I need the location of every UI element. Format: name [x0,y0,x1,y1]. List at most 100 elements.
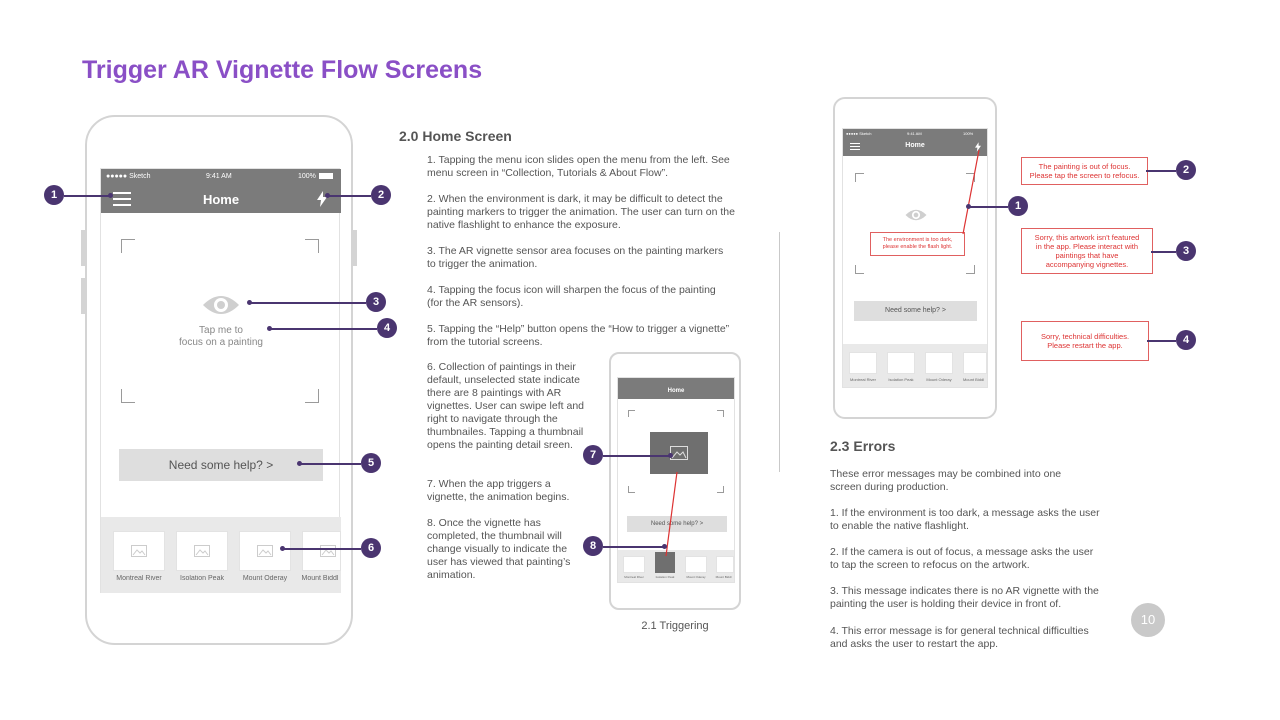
status-time: 9:41 AM [206,173,232,180]
thumbnail-label: Mount Oderay [686,575,706,579]
thumbnail-label: Isolation Peak [655,575,675,579]
image-icon [257,545,273,557]
trigger-connector-line [665,471,678,557]
thumbnail-card[interactable] [849,352,877,374]
status-battery: 100% [963,131,974,136]
thumbnail-strip[interactable]: Montreal River Isolation Peak Mount Oder… [618,550,734,582]
thumbnail-card-viewed[interactable] [655,552,675,573]
callout-line [1146,170,1176,172]
callout-badge: 1 [1008,196,1028,216]
error-tech-line1: Sorry, technical difficulties. [1040,332,1130,341]
sensor-corner-br [305,389,319,403]
thumbnail-card[interactable] [302,531,341,571]
errors-item-2: 2. If the camera is out of focus, a mess… [830,546,1094,571]
focus-text-line1: Tap me to [199,325,243,336]
focus-text-line2: focus on a painting [179,337,263,348]
thumbnail-label: Montreal River [624,575,644,579]
sensor-corner-bl [855,265,864,274]
thumbnail-label: Isolation Peak [180,575,224,582]
callout-dot [966,204,971,209]
callout-dot [267,326,272,331]
callout-badge: 4 [377,318,397,338]
help-button[interactable]: Need some help? > [854,301,977,321]
focus-text[interactable]: Tap me to focus on a painting [141,325,301,349]
callout-line [283,548,361,550]
sensor-corner-tr [717,410,724,417]
thumbnail-label: Isolation Peak [888,377,914,382]
callout-dot [108,193,113,198]
error-dark-line2: please enable the flash light. [882,244,953,250]
status-bar: ●●●●● Sketch 9:41 AM 100% [101,169,341,185]
home-item-4: 4. Tapping the focus icon will sharpen t… [427,284,716,309]
callout-line [300,463,361,465]
errors-item-4: 4. This error message is for general tec… [830,625,1089,650]
thumbnail-label: Mount Biddl [301,575,339,582]
callout-badge: 7 [583,445,603,465]
thumbnail-label: Mount Biddl [715,575,732,579]
menu-icon[interactable] [850,143,860,154]
thumbnail-card[interactable] [113,531,165,571]
callout-dot [280,546,285,551]
thumbnail-card[interactable] [925,352,953,374]
thumbnail-card[interactable] [623,556,645,573]
callout-line [603,546,664,548]
errors-section-title: 2.3 Errors [830,438,896,454]
nav-title: Home [905,142,925,149]
thumbnail-card[interactable] [176,531,228,571]
error-noar-line3: paintings that have [1055,251,1119,260]
image-icon [320,545,336,557]
callout-badge: 2 [1176,160,1196,180]
phone-side-button [81,230,85,266]
help-button[interactable]: Need some help? > [119,449,323,481]
error-noar-line4: accompanying vignettes. [1045,260,1129,269]
sensor-corner-tr [966,173,975,182]
error-dark-message: The environment is too dark, please enab… [870,232,965,256]
sensor-corner-tl [628,410,635,417]
nav-title: Home [667,388,685,394]
thumbnail-strip[interactable]: Montreal River Isolation Peak Mount Oder… [843,344,987,387]
thumbnail-card[interactable] [716,556,734,573]
page-title: Trigger AR Vignette Flow Screens [82,56,483,84]
callout-line [64,195,110,197]
sensor-corner-tr [305,239,319,253]
battery-icon [319,173,333,179]
errors-intro: These error messages may be combined int… [830,468,1062,493]
thumbnail-card[interactable] [963,352,987,374]
callout-line [969,206,1008,208]
sensor-corner-br [717,486,724,493]
thumbnail-card[interactable] [887,352,915,374]
eye-icon[interactable] [904,208,928,222]
home-item-1: 1. Tapping the menu icon slides open the… [427,154,730,179]
vignette-animation [650,432,708,474]
home-item-3: 3. The AR vignette sensor area focuses o… [427,245,724,270]
eye-icon[interactable] [201,293,241,317]
nav-bar: Home [843,138,987,156]
error-phone-screen: ●●●●● Sketch 9:41 AM 100% Home The envir… [842,128,988,388]
thumbnail-label: Mount Biddl [962,377,985,382]
flash-icon[interactable] [975,142,981,152]
error-focus-box: The painting is out of focus. Please tap… [1021,157,1148,185]
callout-line [1151,251,1176,253]
home-section-title: 2.0 Home Screen [399,128,512,144]
thumbnail-label: Montreal River [116,575,162,582]
error-noar-line1: Sorry, this artwork isn't featured [1034,233,1140,242]
error-noar-line2: in the app. Please interact with [1035,242,1139,251]
page-number: 10 [1131,603,1165,637]
menu-icon[interactable] [113,192,131,210]
thumbnail-card[interactable] [239,531,291,571]
help-button[interactable]: Need some help? > [627,516,727,532]
image-icon [194,545,210,557]
nav-bar: Home [618,385,734,399]
callout-badge: 3 [366,292,386,312]
error-connector-line [962,149,980,235]
thumbnail-card[interactable] [685,556,707,573]
nav-title: Home [202,192,240,207]
thumbnail-strip[interactable]: Montreal River Isolation Peak Mount Oder… [101,517,341,593]
flash-icon[interactable] [317,191,327,207]
error-tech-box: Sorry, technical difficulties. Please re… [1021,321,1149,361]
errors-item-3: 3. This message indicates there is no AR… [830,585,1099,610]
phone-side-button [81,278,85,314]
callout-line [270,328,377,330]
status-bar [618,378,734,385]
status-battery: 100% [298,173,316,180]
